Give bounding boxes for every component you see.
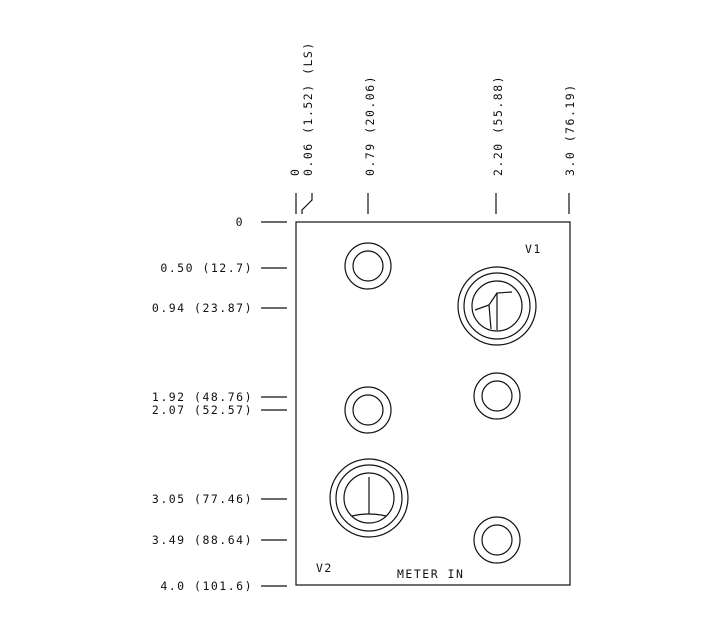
left-dim-0-50: 0.50 (12.7) xyxy=(160,261,253,275)
top-dim-0: 0 xyxy=(288,168,302,176)
valve-cavity-v1 xyxy=(457,266,537,346)
port-mid-right xyxy=(473,372,521,420)
left-dim-3-49: 3.49 (88.64) xyxy=(152,533,253,547)
left-dim-2-07: 2.07 (52.57) xyxy=(152,403,253,417)
v1-label: V1 xyxy=(525,242,542,256)
left-dim-0: 0 xyxy=(236,215,244,229)
manifold-body-outline xyxy=(295,221,571,586)
top-dim-2-20: 2.20 (55.88) xyxy=(491,75,505,176)
meter-in-label: METER IN xyxy=(397,567,464,581)
v2-label: V2 xyxy=(316,561,333,575)
top-dimensions: 0 0.06 (1.52) (LS) 0.79 (20.06) 2.20 (55… xyxy=(288,41,577,214)
port-bottom-right xyxy=(473,516,521,564)
left-dim-3-05: 3.05 (77.46) xyxy=(152,492,253,506)
top-dim-0-06: 0.06 (1.52) (LS) xyxy=(301,41,315,176)
left-dimensions: 0 0.50 (12.7) 0.94 (23.87) 1.92 (48.76) … xyxy=(152,215,287,593)
top-dim-3-0: 3.0 (76.19) xyxy=(563,83,577,176)
top-dim-0-79: 0.79 (20.06) xyxy=(363,75,377,176)
left-dim-4-0: 4.0 (101.6) xyxy=(160,579,253,593)
port-mid-left xyxy=(344,386,392,434)
left-dim-1-92: 1.92 (48.76) xyxy=(152,390,253,404)
valve-cavity-v2 xyxy=(329,458,409,538)
top-tick-0-06 xyxy=(301,193,313,214)
port-top-left xyxy=(344,242,392,290)
left-dim-0-94: 0.94 (23.87) xyxy=(152,301,253,315)
